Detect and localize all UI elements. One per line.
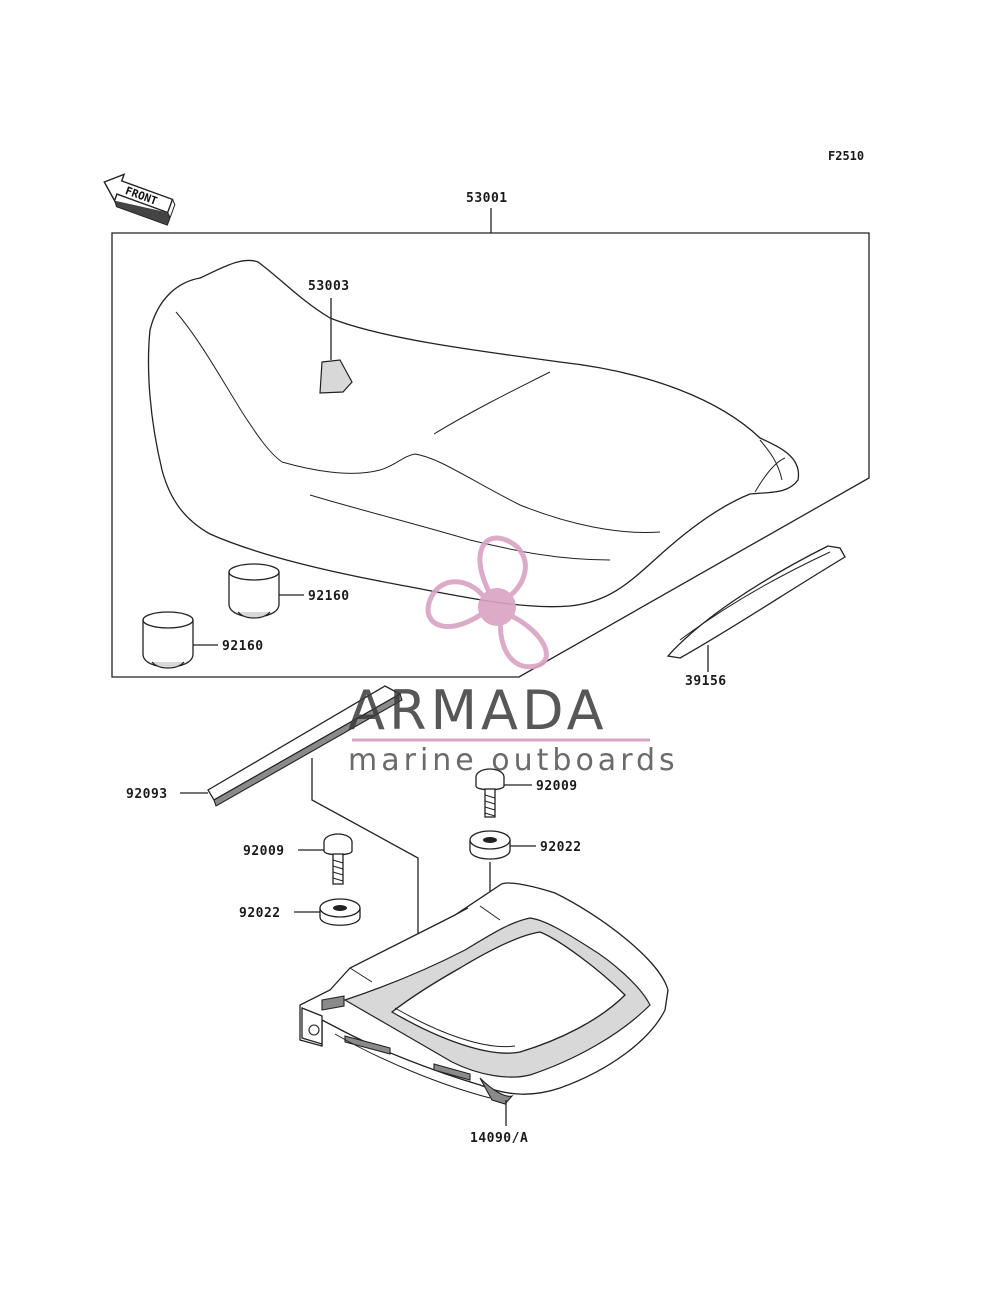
watermark: ARMADA marine outboards xyxy=(348,535,679,778)
label-92022-left: 92022 xyxy=(239,906,281,921)
seal-strip: 92093 xyxy=(126,685,419,945)
trim-strip: 39156 xyxy=(666,545,846,689)
seat-assembly-box: 53001 xyxy=(111,191,870,678)
watermark-title: ARMADA xyxy=(348,679,608,742)
bolt-right: 92009 xyxy=(475,768,578,818)
watermark-subtitle: marine outboards xyxy=(348,743,679,778)
seat-label-tag: 53003 xyxy=(308,279,353,394)
seat-cushion xyxy=(147,259,800,608)
label-53001: 53001 xyxy=(466,191,508,206)
damper-upper: 92160 xyxy=(228,563,350,619)
front-arrow-icon: FRONT xyxy=(103,173,176,226)
label-92160-lower: 92160 xyxy=(222,639,264,654)
label-14090A: 14090/A xyxy=(470,1131,528,1146)
label-92009-right: 92009 xyxy=(536,779,578,794)
bolt-left: 92009 xyxy=(243,833,353,885)
label-92093: 92093 xyxy=(126,787,168,802)
seat-base: 14090/A xyxy=(299,882,669,1146)
washer-right: 92022 xyxy=(469,830,582,912)
propeller-icon xyxy=(425,535,549,670)
label-39156: 39156 xyxy=(685,674,727,689)
washer-left: 92022 xyxy=(239,898,361,926)
figure-code: F2510 xyxy=(828,149,864,163)
label-53003: 53003 xyxy=(308,279,350,294)
label-92160-upper: 92160 xyxy=(308,589,350,604)
label-92022-right: 92022 xyxy=(540,840,582,855)
damper-lower: 92160 xyxy=(142,611,264,669)
label-92009-left: 92009 xyxy=(243,844,285,859)
